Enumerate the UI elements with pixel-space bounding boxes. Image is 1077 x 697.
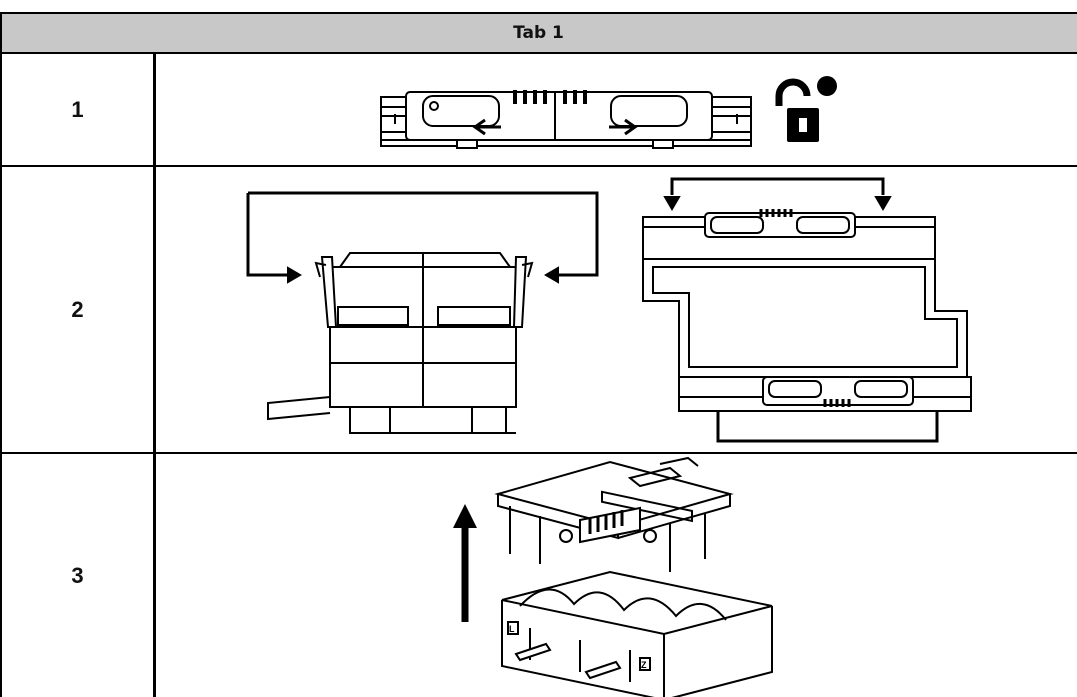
latch-top-view: [642, 177, 972, 443]
step-number: 2: [71, 296, 84, 322]
module-lift-off-base: L Z: [494, 456, 773, 697]
unlock-icon: [775, 76, 837, 142]
table-row: 2: [0, 167, 1077, 452]
table-row: 1: [0, 54, 1077, 166]
base-label-right: Z: [641, 660, 647, 670]
step-illustration-cell: L Z: [155, 454, 1077, 697]
step-number: 1: [71, 97, 84, 122]
left-border: [0, 12, 2, 54]
step-illustration-cell: [155, 167, 1077, 452]
latch-side-view: [246, 191, 599, 434]
step-illustration-cell: [155, 54, 1077, 166]
step-number: 3: [71, 562, 84, 588]
lift-up-arrow-icon: [453, 504, 477, 622]
table-header: Tab 1: [0, 12, 1077, 54]
table-row: 3: [0, 454, 1077, 697]
table-header-title: Tab 1: [513, 23, 564, 43]
base-label-left: L: [509, 624, 515, 634]
module-latch-top-view: [380, 90, 752, 149]
